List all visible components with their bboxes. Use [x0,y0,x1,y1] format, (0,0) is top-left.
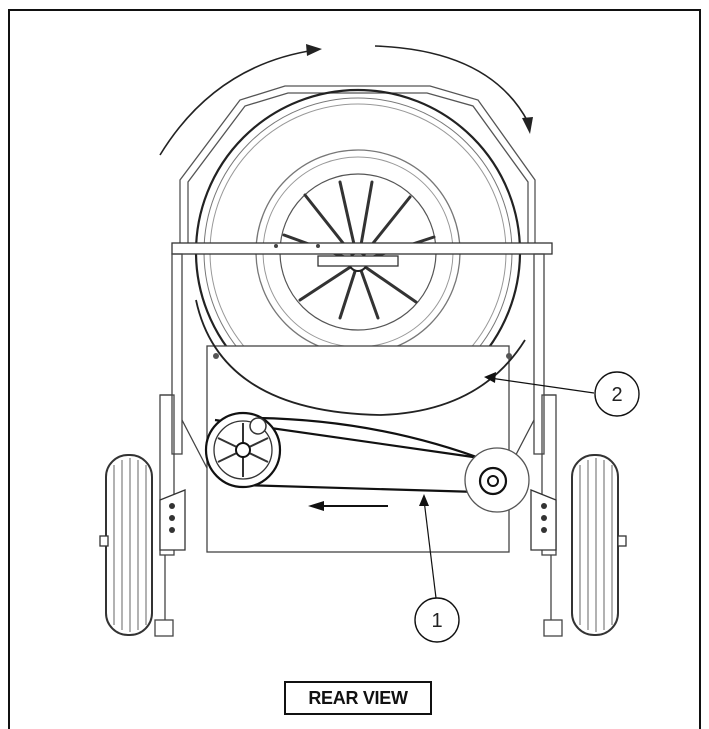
drum-rotation-arrows [159,45,529,156]
callout-1-arrowhead [419,494,429,506]
wheel-right [571,454,619,636]
large-pulley [204,411,282,489]
callout-1: 1 [414,597,460,643]
housing-bolts [213,353,512,359]
callout-leaders [423,377,595,599]
callout-1-label: 1 [431,610,442,632]
support-frame [154,253,563,637]
callout-2-arrowhead [484,372,496,383]
rotation-arrowhead-right [522,117,533,134]
belt-arrowhead [308,501,324,511]
bracket-bolts [169,503,547,533]
drum-frame [179,85,536,243]
rotation-arrowhead-left [306,44,322,56]
crossbar-bolts [274,244,320,248]
motor-pulley [464,447,530,513]
page-frame [8,9,701,729]
caption-rear-view: REAR VIEW [284,681,432,715]
crossbar [171,242,553,267]
callout-2-label: 2 [611,384,622,406]
drum-belt [195,299,526,416]
callout-2: 2 [594,371,640,417]
wheel-left [105,454,153,636]
